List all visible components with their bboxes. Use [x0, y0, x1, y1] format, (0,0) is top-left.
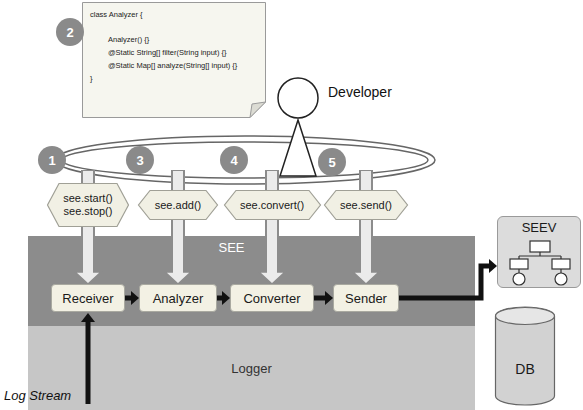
logger-band: Logger	[28, 326, 475, 410]
node-label: Sender	[345, 291, 387, 306]
data-flow-arrow	[217, 291, 230, 305]
developer-head	[278, 78, 318, 118]
developer-body	[280, 120, 316, 176]
code-line: Analyzer() {}	[90, 33, 258, 46]
tree-icon	[510, 241, 570, 285]
node-label: SEEV	[522, 220, 557, 235]
node-label: SEE	[218, 240, 244, 255]
arrow-shaft-fill	[361, 220, 371, 276]
callout-number: 5	[318, 148, 346, 176]
node-label: Logger	[231, 361, 271, 376]
tree-node	[552, 259, 570, 269]
api-call-arrow	[75, 227, 101, 284]
node-label: Converter	[243, 291, 300, 306]
api-call-arrow	[353, 220, 379, 284]
code-line: @Static Map[] analyze(String[] input) {}	[90, 59, 258, 72]
component-box: Analyzer	[139, 284, 217, 312]
viewer-box: SEEV	[497, 216, 581, 288]
node-label: see.send()	[340, 199, 392, 212]
input-label: Log Stream	[4, 388, 71, 403]
code-line: class Analyzer {	[90, 8, 258, 21]
component-box: Sender	[333, 284, 399, 312]
api-call-arrow	[259, 220, 285, 284]
arrow-head	[131, 291, 139, 305]
node-label: Receiver	[62, 291, 113, 306]
diamond-outline	[325, 191, 408, 220]
node-label: DB	[515, 361, 534, 377]
tree-leaf	[555, 273, 567, 285]
arrow-shaft	[125, 296, 132, 301]
arrow-shaft	[314, 296, 326, 301]
tree-node	[530, 241, 550, 252]
ring-outer	[55, 136, 435, 184]
code-note: class Analyzer { Analyzer() {}@Static Str…	[82, 2, 266, 118]
node-label: Analyzer	[153, 291, 204, 306]
engine-band-fill	[28, 236, 475, 326]
arrow-shaft-fill	[83, 227, 93, 276]
note-fold	[250, 102, 266, 118]
actor-label: Developer	[328, 84, 392, 100]
api-diamond: see.start()see.stop()	[47, 183, 129, 227]
api-diamond: see.send()	[324, 190, 408, 220]
log-stream-shaft	[86, 321, 91, 404]
arrow-shaft	[399, 266, 490, 298]
ring-inner	[62, 142, 428, 178]
arrow-head	[325, 291, 333, 305]
callout-number: 2	[56, 18, 84, 46]
code-line: }	[90, 72, 258, 85]
api-diamond: see.add()	[138, 190, 218, 220]
arrow-head	[489, 259, 497, 273]
diamond-outline	[224, 191, 320, 220]
cylinder-body	[496, 307, 555, 405]
node-label: see.stop()	[64, 205, 113, 218]
component-box: Converter	[230, 284, 314, 312]
diamond-outline	[48, 184, 129, 227]
node-label: see.add()	[155, 199, 201, 212]
data-flow-arrow	[399, 259, 497, 298]
database-cylinder: DB	[495, 307, 555, 405]
log-stream-head	[81, 313, 95, 322]
logger-band-fill	[28, 236, 475, 410]
arrow-shaft-fill	[267, 220, 277, 276]
node-label: see.convert()	[240, 199, 304, 212]
data-flow-arrow	[314, 291, 333, 305]
arrow-head	[222, 291, 230, 305]
diamond-outline	[139, 191, 218, 220]
log-stream-arrow	[81, 313, 95, 404]
tree-leaf	[513, 273, 525, 285]
node-outline	[495, 307, 555, 405]
callout-number: 3	[126, 146, 154, 174]
callout-number: 4	[220, 146, 248, 174]
tree-node	[510, 259, 528, 269]
developer-figure	[278, 78, 318, 176]
cylinder-top	[496, 308, 555, 325]
code-line: @Static String[] filter(String input) {}	[90, 46, 258, 59]
component-box: Receiver	[51, 284, 125, 312]
note-sheet	[83, 3, 266, 118]
arrow-shaft-fill	[173, 220, 183, 276]
api-call-arrow	[165, 220, 191, 284]
data-flow-arrow	[125, 291, 139, 305]
callout-number: 1	[38, 146, 66, 174]
node-outline	[82, 2, 266, 118]
api-diamond: see.convert()	[224, 190, 321, 220]
engine-band: SEE Receiver Analyzer Converter Sender	[28, 236, 475, 326]
node-label: see.start()	[63, 192, 113, 205]
